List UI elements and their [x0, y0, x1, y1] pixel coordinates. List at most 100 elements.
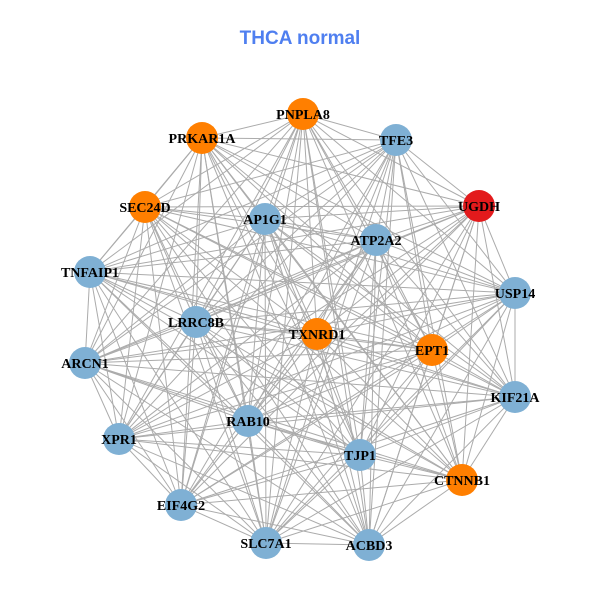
node-circle — [380, 124, 412, 156]
edge-ARCN1-RAB10 — [84, 362, 249, 422]
edge-TXNRD1-KIF21A — [316, 333, 516, 398]
edge-SEC24D-SLC7A1 — [144, 206, 267, 544]
node-circle — [287, 98, 319, 130]
node-label: TNFAIP1 — [61, 266, 119, 281]
edge-TFE3-KIF21A — [395, 139, 516, 398]
edge-UGDH-LRRC8B — [195, 205, 480, 323]
node-TFE3: TFE3 — [379, 124, 413, 156]
edge-LRRC8B-TJP1 — [195, 321, 361, 456]
edge-PRKAR1A-TFE3 — [201, 137, 397, 141]
node-label: ACBD3 — [346, 539, 393, 554]
edge-SEC24D-EIF4G2 — [144, 206, 182, 506]
edge-AP1G1-ACBD3 — [264, 218, 370, 546]
edge-CTNNB1-EIF4G2 — [180, 479, 463, 506]
edge-TJP1-EIF4G2 — [180, 454, 361, 506]
node-label: KIF21A — [491, 391, 541, 406]
edge-ATP2A2-EPT1 — [375, 239, 433, 351]
edge-EPT1-XPR1 — [118, 349, 433, 440]
edge-USP14-ARCN1 — [84, 292, 516, 364]
node-KIF21A: KIF21A — [491, 381, 541, 413]
edge-TFE3-ARCN1 — [84, 139, 397, 364]
edge-LRRC8B-ACBD3 — [195, 321, 370, 546]
edge-LRRC8B-ARCN1 — [84, 321, 197, 364]
node-AP1G1: AP1G1 — [243, 203, 287, 235]
edge-TJP1-CTNNB1 — [359, 454, 463, 481]
edge-ARCN1-ACBD3 — [84, 362, 370, 546]
node-label: SLC7A1 — [240, 537, 291, 552]
edge-USP14-EIF4G2 — [180, 292, 516, 506]
edge-PNPLA8-KIF21A — [302, 113, 516, 398]
node-TNFAIP1: TNFAIP1 — [61, 256, 119, 288]
node-label: USP14 — [495, 287, 535, 302]
edge-USP14-LRRC8B — [195, 292, 516, 323]
edge-ARCN1-SLC7A1 — [84, 362, 267, 544]
edge-TXNRD1-ACBD3 — [316, 333, 370, 546]
edge-AP1G1-CTNNB1 — [264, 218, 463, 481]
edge-PRKAR1A-USP14 — [201, 137, 516, 294]
edge-PNPLA8-USP14 — [302, 113, 516, 294]
node-TXNRD1: TXNRD1 — [289, 318, 346, 350]
edge-EPT1-EIF4G2 — [180, 349, 433, 506]
edge-LRRC8B-KIF21A — [195, 321, 516, 398]
edge-KIF21A-CTNNB1 — [461, 396, 516, 481]
edge-ATP2A2-TXNRD1 — [316, 239, 377, 335]
node-circle — [463, 190, 495, 222]
node-label: CTNNB1 — [434, 474, 490, 489]
edge-PRKAR1A-UGDH — [201, 137, 480, 207]
edge-SEC24D-XPR1 — [118, 206, 146, 440]
edge-SEC24D-USP14 — [144, 206, 516, 294]
edge-UGDH-AP1G1 — [264, 205, 480, 220]
node-label: SEC24D — [119, 201, 170, 216]
node-circle — [180, 306, 212, 338]
edge-PRKAR1A-EPT1 — [201, 137, 433, 351]
edge-PNPLA8-EIF4G2 — [180, 113, 304, 506]
node-EIF4G2: EIF4G2 — [157, 489, 205, 521]
edge-UGDH-ARCN1 — [84, 205, 480, 364]
edge-TFE3-UGDH — [395, 139, 480, 207]
node-label: AP1G1 — [243, 213, 287, 228]
edge-TFE3-AP1G1 — [264, 139, 397, 220]
edge-ATP2A2-SLC7A1 — [265, 239, 377, 544]
node-label: TXNRD1 — [289, 328, 346, 343]
node-label: LRRC8B — [168, 316, 224, 331]
edge-SEC24D-ACBD3 — [144, 206, 370, 546]
edge-SLC7A1-ACBD3 — [265, 542, 370, 546]
edge-UGDH-CTNNB1 — [461, 205, 480, 481]
edge-USP14-ACBD3 — [368, 292, 516, 546]
edge-ATP2A2-ARCN1 — [84, 239, 377, 364]
edge-AP1G1-TNFAIP1 — [89, 218, 266, 273]
edge-PNPLA8-SEC24D — [144, 113, 304, 208]
edge-TNFAIP1-ACBD3 — [89, 271, 370, 546]
edge-EPT1-CTNNB1 — [431, 349, 463, 481]
node-circle — [416, 334, 448, 366]
node-PRKAR1A: PRKAR1A — [169, 122, 236, 154]
node-circle — [353, 529, 385, 561]
edge-AP1G1-ATP2A2 — [264, 218, 377, 241]
edge-TFE3-SEC24D — [144, 139, 397, 208]
edge-UGDH-SEC24D — [144, 205, 480, 208]
edge-ATP2A2-CTNNB1 — [375, 239, 463, 481]
edge-UGDH-ATP2A2 — [375, 205, 480, 241]
node-SEC24D: SEC24D — [119, 191, 171, 223]
edge-PNPLA8-TXNRD1 — [302, 113, 318, 335]
edge-TNFAIP1-USP14 — [89, 271, 516, 294]
edge-KIF21A-RAB10 — [247, 396, 516, 422]
edge-TXNRD1-ARCN1 — [84, 333, 318, 364]
edge-TXNRD1-SLC7A1 — [265, 333, 318, 544]
node-circle — [499, 381, 531, 413]
edge-UGDH-XPR1 — [118, 205, 480, 440]
node-ATP2A2: ATP2A2 — [350, 224, 402, 256]
node-label: TJP1 — [344, 449, 376, 464]
node-circle — [186, 122, 218, 154]
edge-ATP2A2-XPR1 — [118, 239, 377, 440]
node-circle — [74, 256, 106, 288]
edge-TFE3-USP14 — [395, 139, 516, 294]
edge-RAB10-XPR1 — [118, 420, 249, 440]
node-label: PNPLA8 — [276, 108, 330, 123]
node-circle — [232, 405, 264, 437]
node-circle — [249, 203, 281, 235]
edge-PNPLA8-UGDH — [302, 113, 480, 207]
node-circle — [446, 464, 478, 496]
